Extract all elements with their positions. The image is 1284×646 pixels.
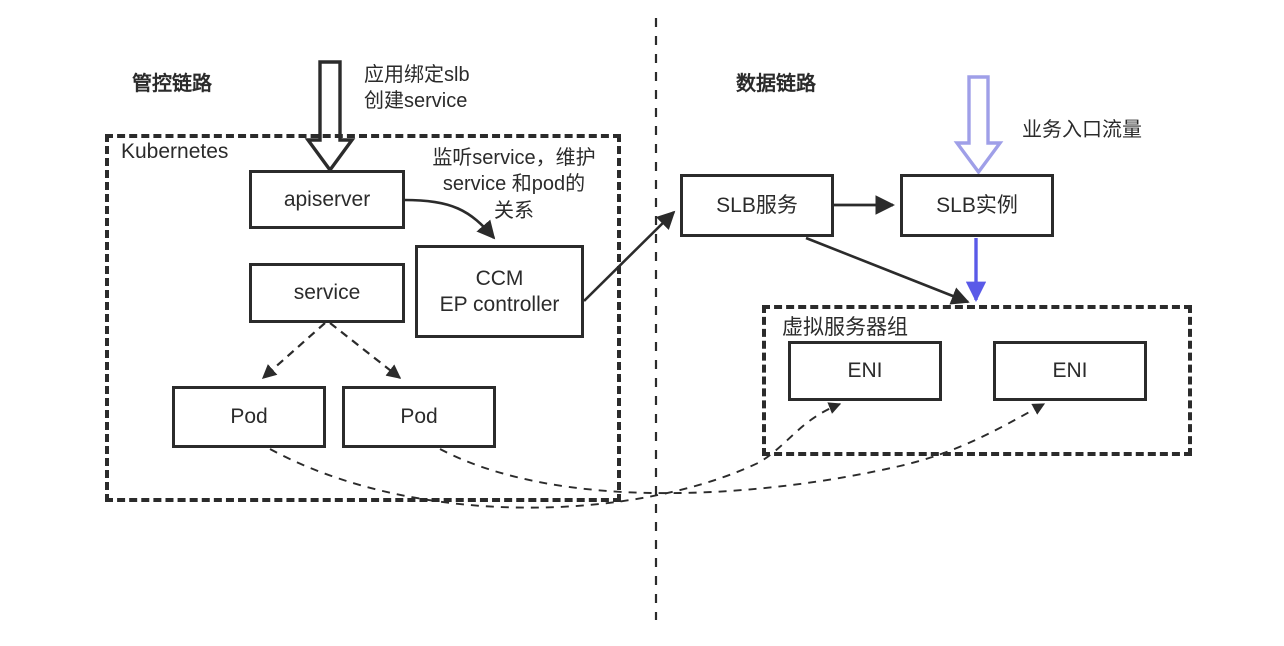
node-eni-left[interactable]: ENI	[788, 341, 942, 401]
section-title-data-plane: 数据链路	[736, 73, 816, 95]
node-service[interactable]: service	[249, 263, 405, 323]
annotation-ingress-traffic: 业务入口流量	[1022, 119, 1142, 141]
annotation-bind-slb: 应用绑定slb 创建service	[364, 64, 470, 113]
group-label-kubernetes: Kubernetes	[121, 140, 229, 163]
group-label-virtual-server: 虚拟服务器组	[782, 316, 908, 339]
node-ccm-ep-controller[interactable]: CCM EP controller	[415, 245, 584, 338]
node-slb-instance[interactable]: SLB实例	[900, 174, 1054, 237]
node-eni-right[interactable]: ENI	[993, 341, 1147, 401]
node-pod-left[interactable]: Pod	[172, 386, 326, 448]
group-kubernetes	[105, 134, 621, 502]
section-title-control-plane: 管控链路	[132, 73, 212, 95]
node-slb-service[interactable]: SLB服务	[680, 174, 834, 237]
node-apiserver[interactable]: apiserver	[249, 170, 405, 229]
annotation-watch-service: 监听service，维护 service 和pod的 关系	[432, 147, 596, 222]
block-arrow-down-blue	[953, 75, 1004, 175]
arrow-slb-service-to-vserver-group	[805, 236, 970, 305]
node-pod-right[interactable]: Pod	[342, 386, 496, 448]
group-virtual-server	[762, 305, 1192, 456]
